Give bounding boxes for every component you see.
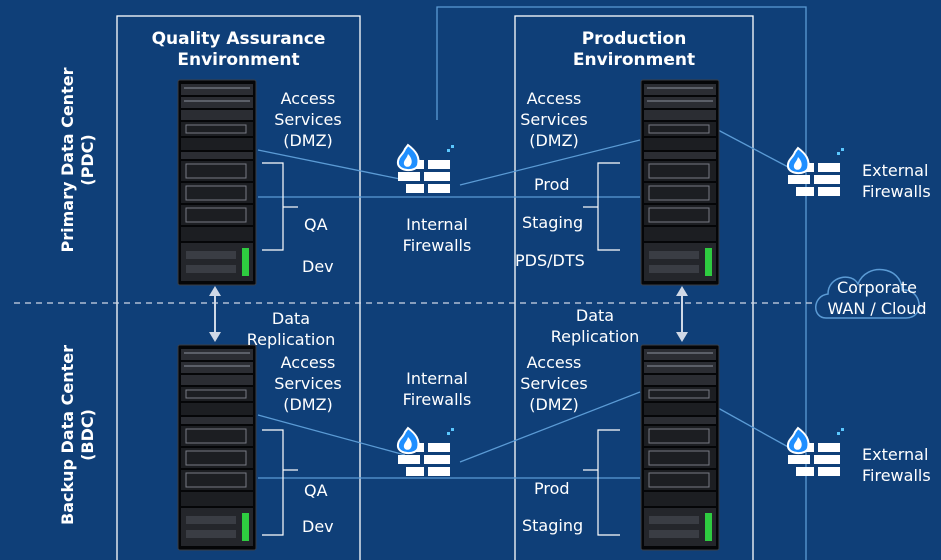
label-line: External — [862, 161, 929, 180]
row-label-line: (BDC) — [78, 409, 97, 461]
firewall-icon — [396, 427, 455, 477]
firewall-icon — [396, 144, 455, 194]
staging-label: Staging — [522, 213, 584, 232]
server-rack-icon — [640, 79, 720, 286]
label-line: Access — [526, 353, 582, 372]
qa-label: QA — [304, 481, 328, 500]
title-line: Production — [581, 29, 687, 49]
label-line: (DMZ) — [283, 395, 333, 414]
double-arrow-icon — [209, 286, 221, 342]
external-firewalls-label: External Firewalls — [862, 444, 931, 486]
network-frame — [436, 6, 807, 560]
row-label-line: Primary Data Center — [58, 67, 77, 253]
label-line: Replication — [246, 330, 336, 349]
dev-label: Dev — [302, 257, 334, 276]
label-line: Services — [274, 110, 342, 129]
qa-environment-box — [116, 15, 361, 560]
firewall-icon — [786, 427, 845, 477]
label-line: Access — [526, 89, 582, 108]
label-line: Corporate — [837, 278, 917, 297]
internal-firewalls-label: Internal Firewalls — [392, 368, 482, 410]
access-services-label: Access Services (DMZ) — [514, 352, 594, 415]
server-rack-icon — [177, 344, 257, 551]
title-line: Quality Assurance — [151, 29, 326, 49]
data-replication-label: Data Replication — [236, 308, 346, 350]
qa-label: QA — [304, 215, 328, 234]
label-line: Replication — [550, 327, 640, 346]
data-replication-label: Data Replication — [540, 305, 650, 347]
internal-firewalls-label: Internal Firewalls — [392, 214, 482, 256]
title-line: Environment — [177, 50, 300, 70]
label-line: External — [862, 445, 929, 464]
qa-environment-title: Quality Assurance Environment — [117, 29, 360, 71]
staging-label: Staging — [522, 516, 584, 535]
double-arrow-icon — [676, 286, 688, 342]
title-line: Environment — [572, 50, 696, 70]
label-line: Access — [280, 353, 336, 372]
label-line: (DMZ) — [283, 131, 333, 150]
row-label-line: Backup Data Center — [58, 345, 77, 525]
external-firewalls-label: External Firewalls — [862, 160, 931, 202]
access-services-label: Access Services (DMZ) — [268, 88, 348, 151]
server-rack-icon — [177, 79, 257, 286]
label-line: Services — [520, 110, 588, 129]
server-rack-icon — [640, 344, 720, 551]
prod-label: Prod — [534, 175, 570, 194]
row-label-primary: Primary Data Center (PDC) — [58, 60, 98, 260]
dev-label: Dev — [302, 517, 334, 536]
row-label-backup: Backup Data Center (BDC) — [58, 335, 98, 535]
row-label-line: (PDC) — [78, 134, 97, 186]
access-services-label: Access Services (DMZ) — [514, 88, 594, 151]
label-line: Internal — [406, 369, 468, 388]
firewall-icon — [786, 147, 845, 197]
access-services-label: Access Services (DMZ) — [268, 352, 348, 415]
cloud-icon — [815, 268, 920, 319]
label-line: Data — [271, 309, 311, 328]
corporate-wan-cloud-label: Corporate WAN / Cloud — [816, 277, 938, 319]
label-line: Firewalls — [862, 182, 931, 201]
prod-label: Prod — [534, 479, 570, 498]
label-line: Data — [575, 306, 615, 325]
label-line: Internal — [406, 215, 468, 234]
production-environment-box — [514, 15, 754, 560]
label-line: Access — [280, 89, 336, 108]
label-line: (DMZ) — [529, 131, 579, 150]
label-line: Services — [520, 374, 588, 393]
label-line: Firewalls — [402, 236, 472, 255]
label-line: Firewalls — [402, 390, 472, 409]
prod-environment-title: Production Environment — [515, 29, 753, 71]
label-line: Firewalls — [862, 466, 931, 485]
label-line: WAN / Cloud — [827, 299, 927, 318]
label-line: Services — [274, 374, 342, 393]
label-line: (DMZ) — [529, 395, 579, 414]
pds-dts-label: PDS/DTS — [515, 251, 585, 270]
